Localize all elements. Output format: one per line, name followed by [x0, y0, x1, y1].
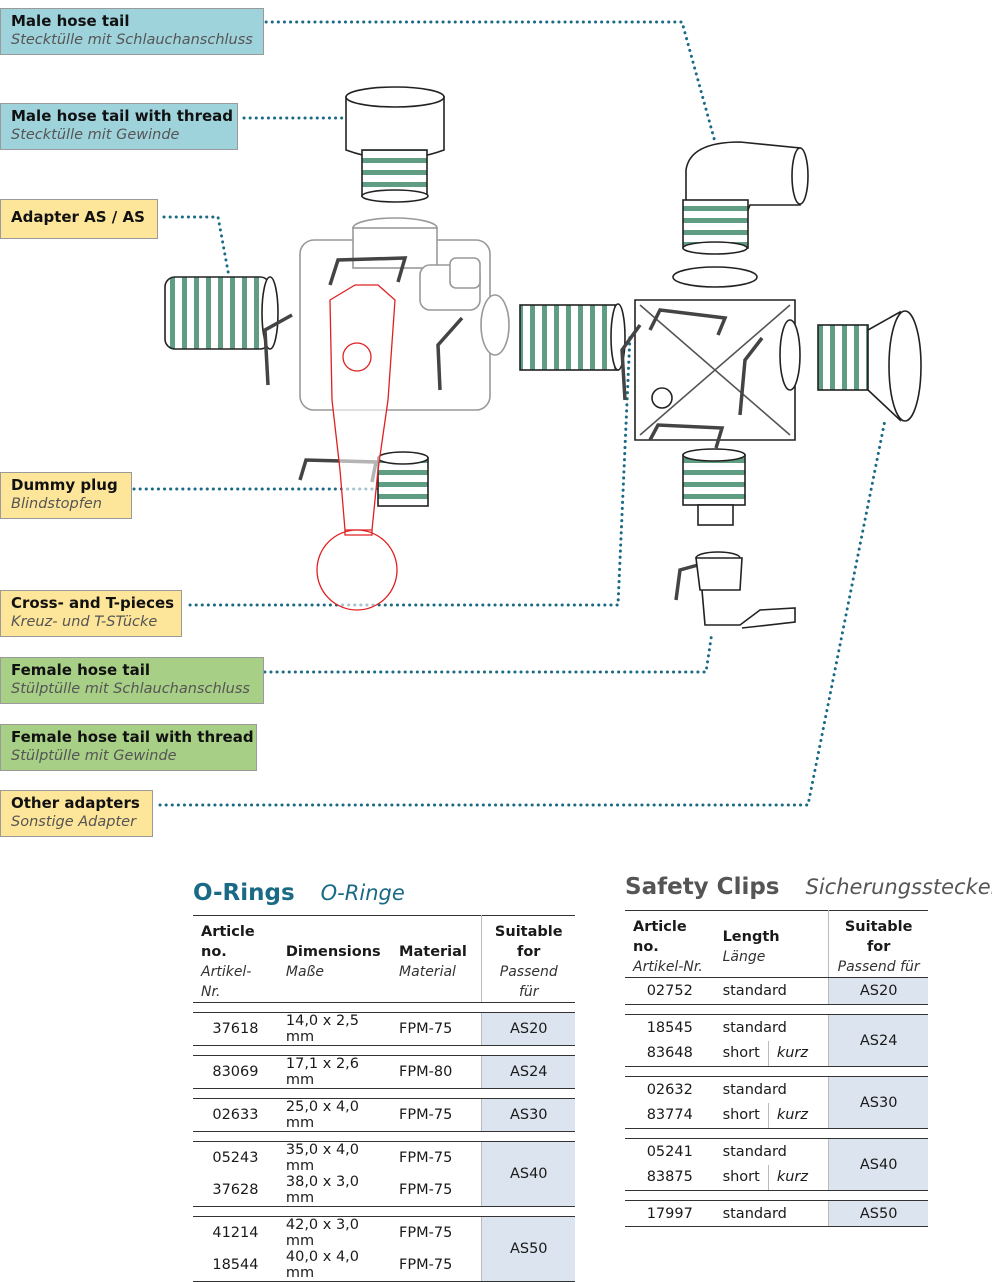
- dummy-plug-part: [378, 452, 428, 506]
- label-dummy-plug: Dummy plug Blindstopfen: [0, 472, 132, 519]
- label-female-hose-tail-thread: Female hose tail with thread Stülptülle …: [0, 724, 257, 771]
- label-en: Female hose tail with thread: [11, 728, 248, 747]
- label-en: Cross- and T-pieces: [11, 594, 173, 613]
- label-de: Stecktülle mit Gewinde: [11, 126, 229, 145]
- label-male-hose-tail: Male hose tail Stecktülle mit Schlauchan…: [0, 8, 264, 55]
- male-hose-tail-thread-part: [346, 87, 444, 202]
- label-de: Kreuz- und T-STücke: [11, 613, 173, 632]
- label-adapter: Adapter AS / AS: [0, 199, 158, 239]
- label-de: Stecktülle mit Schlauchanschluss: [11, 31, 255, 50]
- orings-title-en: O-Rings: [193, 880, 295, 906]
- label-en: Adapter AS / AS: [11, 208, 149, 227]
- right-bottom-parts: [683, 449, 795, 628]
- label-female-hose-tail: Female hose tail Stülptülle mit Schlauch…: [0, 657, 264, 704]
- left-assembly: [165, 87, 509, 610]
- label-de: Stülptülle mit Schlauchanschluss: [11, 680, 255, 699]
- clips-title-de: Sicherungsstecker: [806, 875, 992, 899]
- col-article: Article no.Artikel-Nr.: [193, 916, 278, 1003]
- label-de: Blindstopfen: [11, 495, 123, 514]
- clips-title: Safety Clips Sicherungsstecker: [625, 874, 992, 900]
- elbow-hose-tail-part: [683, 142, 808, 254]
- col-article: Article no.Artikel-Nr.: [625, 911, 715, 978]
- label-en: Male hose tail with thread: [11, 107, 229, 126]
- label-en: Other adapters: [11, 794, 144, 813]
- orings-title: O-Rings O-Ringe: [193, 880, 405, 906]
- label-de: Sonstige Adapter: [11, 813, 144, 832]
- clips-title-en: Safety Clips: [625, 874, 780, 900]
- label-male-hose-tail-thread: Male hose tail with thread Stecktülle mi…: [0, 103, 238, 150]
- label-en: Female hose tail: [11, 661, 255, 680]
- right-side-adapter-part: [520, 304, 625, 370]
- label-en: Male hose tail: [11, 12, 255, 31]
- label-cross-t-pieces: Cross- and T-pieces Kreuz- und T-STücke: [0, 590, 182, 637]
- orings-title-de: O-Ringe: [321, 881, 405, 905]
- label-en: Dummy plug: [11, 476, 123, 495]
- left-adapter-part: [165, 277, 278, 349]
- flange-adapter-part: [818, 311, 921, 421]
- label-other-adapters: Other adapters Sonstige Adapter: [0, 790, 153, 837]
- right-assembly: [520, 142, 921, 628]
- right-cross-body: [635, 267, 800, 440]
- label-de: Stülptülle mit Gewinde: [11, 747, 248, 766]
